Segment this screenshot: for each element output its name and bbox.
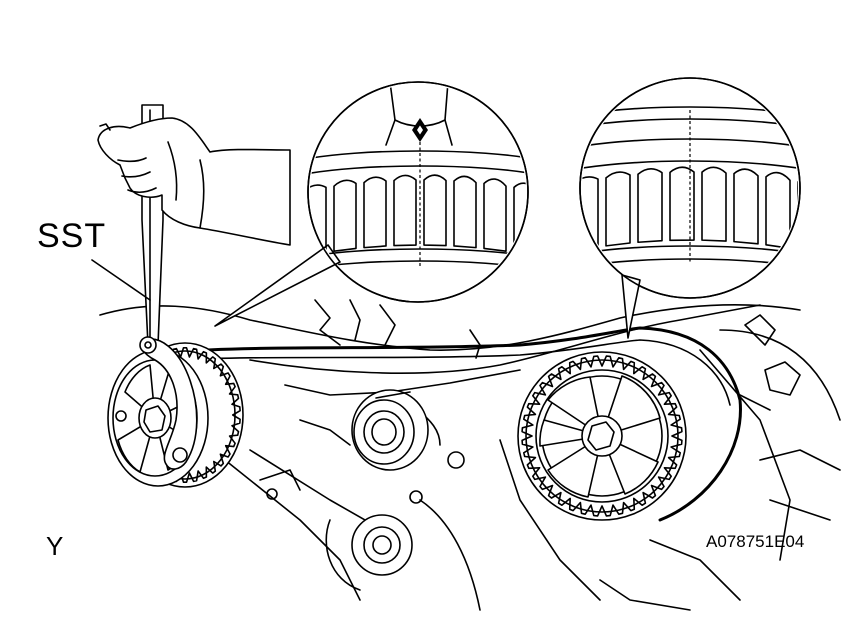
sst-label: SST bbox=[37, 217, 107, 255]
callout-tooth bbox=[513, 182, 526, 258]
view-label: Y bbox=[46, 531, 64, 561]
callout-tooth bbox=[701, 166, 727, 242]
callout-tooth bbox=[605, 171, 631, 247]
left-timing-mark-detail bbox=[214, 81, 529, 327]
idler-pulley bbox=[351, 389, 429, 471]
figure-id: A078751E04 bbox=[706, 532, 805, 551]
callout-tooth bbox=[483, 178, 507, 252]
callout-tooth bbox=[363, 176, 387, 249]
sst-leader-line bbox=[91, 259, 151, 301]
technician-hand bbox=[97, 117, 291, 246]
callout-tooth bbox=[797, 176, 798, 256]
right-timing-mark-detail bbox=[579, 77, 801, 339]
callout-tooth bbox=[453, 175, 477, 249]
callout-tooth bbox=[582, 176, 599, 253]
callout-tooth bbox=[310, 184, 327, 258]
engine-block-outline bbox=[99, 299, 841, 611]
callout-tooth bbox=[733, 168, 759, 245]
callout-tooth bbox=[637, 168, 663, 244]
callout-tooth bbox=[333, 179, 357, 252]
sprocket-teeth bbox=[521, 355, 683, 517]
callout-tooth bbox=[423, 174, 447, 247]
right-camshaft-timing-pulley bbox=[517, 351, 687, 521]
callout-tooth bbox=[393, 174, 417, 247]
callout-tooth bbox=[669, 166, 695, 242]
